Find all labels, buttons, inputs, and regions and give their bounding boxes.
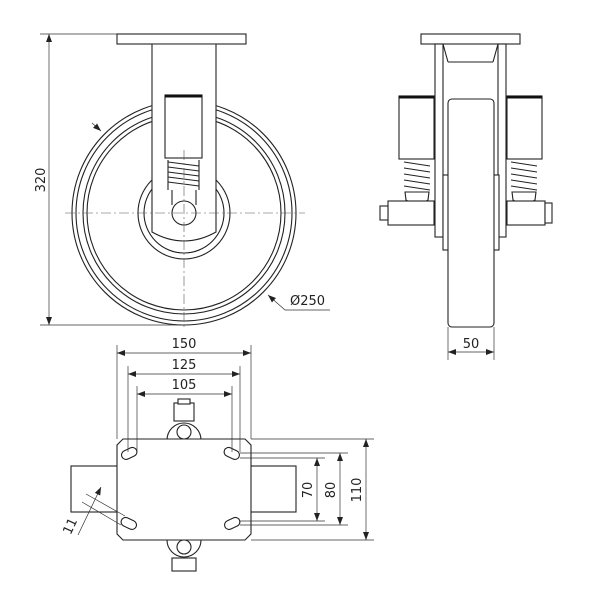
height-dimension-70: 70 (301, 482, 316, 499)
width-dimension-125: 125 (172, 358, 197, 373)
width-dimension-105: 105 (172, 378, 197, 393)
width-dimension-150: 150 (172, 337, 197, 352)
front-view: 320 Ø250 (34, 33, 330, 330)
side-view: 50 (379, 33, 553, 360)
slot-dimension-11: 11 (61, 516, 82, 537)
height-dimension-80: 80 (324, 482, 339, 499)
top-view: 150 125 105 70 80 110 11 (61, 337, 374, 572)
width-dimension-50: 50 (463, 337, 480, 352)
height-dimension-110: 110 (350, 478, 365, 503)
height-dimension-320: 320 (34, 168, 49, 193)
diameter-dimension-250: Ø250 (290, 294, 325, 309)
